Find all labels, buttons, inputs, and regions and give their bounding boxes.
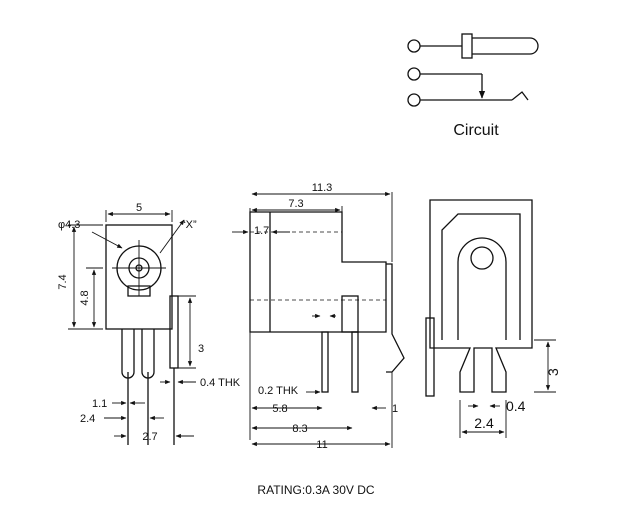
front-body	[105, 224, 173, 330]
marker-label: “X”	[182, 219, 197, 231]
switch-contact-icon	[511, 91, 529, 101]
rear-pin-width-label: 2.4	[474, 415, 494, 431]
side-length-a-label: 7.3	[288, 198, 303, 210]
front-center-height-label: 4.8	[79, 290, 91, 305]
pin-pitch-b-label: 2.4	[80, 413, 95, 425]
side-pin-thickness-label: 0.2 THK	[258, 385, 299, 397]
rear-view: 3 0.4 2.4	[425, 199, 561, 438]
front-width-label: 5	[136, 202, 142, 214]
side-length-bottom-label: 11	[316, 439, 327, 451]
side-tab-label: 1	[392, 403, 398, 415]
side-length-top-label: 11.3	[312, 182, 333, 194]
terminal-2-icon	[407, 67, 421, 81]
plug-pin-icon	[472, 37, 539, 55]
side-offset-label: 1.7	[254, 225, 269, 237]
plug-collar-icon	[461, 33, 473, 59]
terminal-3-icon	[407, 93, 421, 107]
circuit-caption: Circuit	[453, 122, 499, 139]
front-view: 5 φ4.3 “X” 7.4 4.8 3 0.4 THK 1.1 2.4 2.7	[57, 202, 241, 445]
front-height-label: 7.4	[57, 274, 69, 289]
side-view: 11.3 7.3 1.7 0.2 THK 5.8 1 8.3 11	[232, 182, 405, 451]
side-pin-pos-b-label: 8.3	[292, 423, 307, 435]
rating-label: RATING:0.3A 30V DC	[257, 483, 374, 497]
rear-body	[429, 199, 533, 393]
front-pin-thickness-label: 0.4 THK	[200, 377, 241, 389]
pin-pitch-c-label: 2.7	[142, 431, 157, 443]
terminal-1-icon	[407, 39, 421, 53]
pin-pitch-a-label: 1.1	[92, 398, 107, 410]
side-tab	[386, 263, 405, 373]
front-pin-length-label: 3	[198, 343, 204, 355]
rear-hole-icon	[470, 246, 494, 270]
circuit-symbol: Circuit	[407, 33, 539, 139]
rear-pin-thickness-label: 0.4	[506, 398, 526, 414]
rear-pin-length-label: 3	[545, 368, 561, 376]
side-pin-pos-a-label: 5.8	[272, 403, 287, 415]
